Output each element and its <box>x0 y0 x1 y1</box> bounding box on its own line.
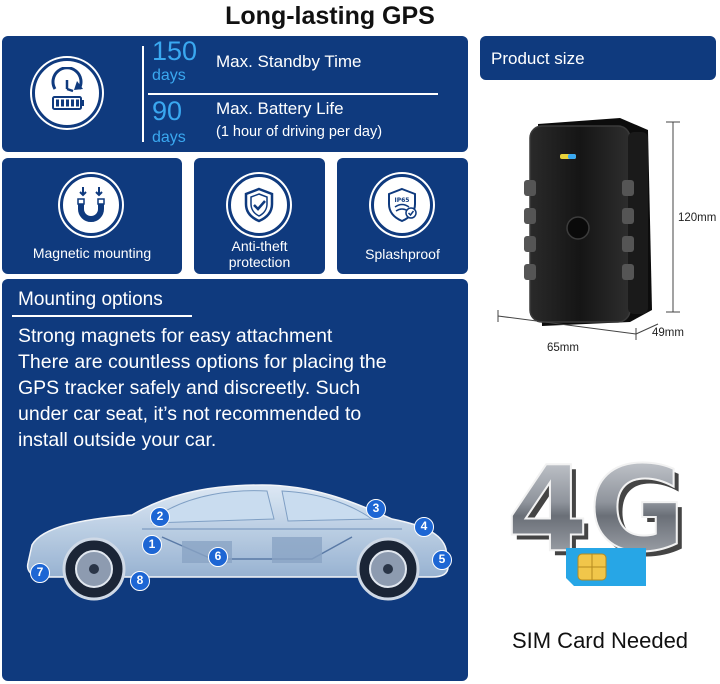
mount-marker-7: 7 <box>30 563 50 583</box>
feature-label-line2: protection <box>228 254 291 270</box>
svg-text:4G: 4G <box>507 440 686 578</box>
mounting-line: GPS tracker safely and discreetly. Such <box>18 377 361 399</box>
battery-clock-icon <box>32 58 102 128</box>
life-unit: days <box>152 129 186 146</box>
car-xray-image <box>26 484 449 601</box>
4g-logo: 4G 4G <box>506 439 690 586</box>
life-label: Max. Battery Life <box>216 99 344 118</box>
feature-splashproof: IP65 Splashproof <box>337 158 468 274</box>
shield-check-icon <box>228 174 290 236</box>
mounting-line: Strong magnets for easy attachment <box>18 325 333 347</box>
sim-card-icon <box>566 548 646 586</box>
mount-marker-4: 4 <box>414 517 434 537</box>
dimension-width: 65mm <box>547 342 579 354</box>
mounting-title: Mounting options <box>18 289 163 310</box>
mounting-line: There are countless options for placing … <box>18 351 387 373</box>
page-title: Long-lasting GPS <box>225 2 435 30</box>
feature-anti-theft: Anti-theft protection <box>194 158 325 274</box>
svg-text:IP65: IP65 <box>395 197 410 204</box>
mount-marker-3: 3 <box>366 499 386 519</box>
standby-value: 150 <box>152 36 198 66</box>
life-note: (1 hour of driving per day) <box>216 124 383 140</box>
standby-unit: days <box>152 67 186 84</box>
product-size-header: Product size <box>480 36 716 80</box>
magnet-icon <box>60 174 122 236</box>
feature-label: Splashproof <box>365 246 440 262</box>
battery-panel: 150 days Max. Standby Time 90 days Max. … <box>2 36 468 152</box>
mount-marker-2: 2 <box>150 507 170 527</box>
product-size-title: Product size <box>491 49 585 68</box>
sim-card-caption: SIM Card Needed <box>511 628 689 653</box>
feature-label-line1: Anti-theft <box>231 238 288 254</box>
mounting-line: under car seat, it’s not recommended to <box>18 403 362 425</box>
mounting-line: install outside your car. <box>18 429 217 451</box>
feature-magnetic-mounting: Magnetic mounting <box>2 158 182 274</box>
mount-marker-8: 8 <box>130 571 150 591</box>
mounting-description: Strong magnets for easy attachment There… <box>18 323 458 453</box>
divider-vertical <box>142 46 144 142</box>
car-illustration: 1 2 3 4 5 6 7 8 <box>12 467 458 607</box>
dimension-depth: 49mm <box>652 327 684 339</box>
life-value: 90 <box>152 96 183 126</box>
divider-horizontal <box>148 93 438 95</box>
ip65-shield-icon: IP65 <box>371 174 433 236</box>
mount-marker-1: 1 <box>142 535 162 555</box>
feature-label: Magnetic mounting <box>32 245 152 261</box>
standby-label: Max. Standby Time <box>216 52 362 71</box>
mounting-title-underline <box>12 315 192 317</box>
mount-marker-5: 5 <box>432 550 452 570</box>
network-badge: 4G 4G <box>496 428 696 598</box>
mounting-panel: Mounting options Strong magnets for easy… <box>2 279 468 681</box>
gps-device-image <box>497 118 680 340</box>
dimension-height: 120mm <box>678 212 717 224</box>
mount-marker-6: 6 <box>208 547 228 567</box>
